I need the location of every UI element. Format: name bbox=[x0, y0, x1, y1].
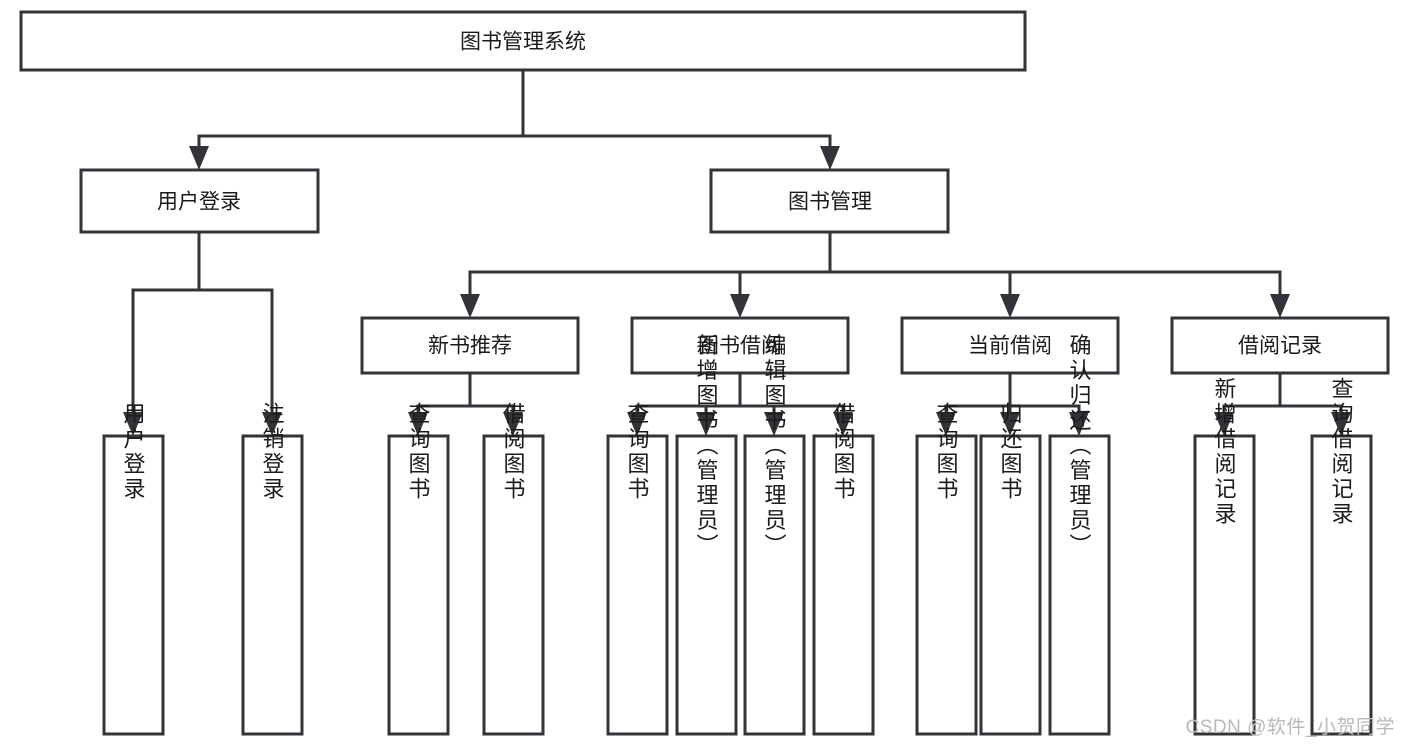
node-book-borrow[interactable]: 图书借阅 bbox=[630, 316, 850, 375]
connector-layer bbox=[123, 68, 1351, 436]
node-root-box bbox=[19, 10, 1027, 72]
leaf-borrowrecord-add-record-label: 新增借阅记录 bbox=[1212, 377, 1237, 527]
node-new-book-recommend[interactable]: 新书推荐 bbox=[360, 316, 580, 375]
arrow-to-borrow-record bbox=[1270, 294, 1290, 318]
node-book-management-label: 图书管理 bbox=[788, 191, 872, 214]
leaf-bookborrow-borrow-book-label: 借阅图书 bbox=[831, 402, 856, 502]
node-user-login-label: 用户登录 bbox=[157, 191, 241, 214]
leaf-currentborrow-confirm-return-box bbox=[1048, 434, 1111, 736]
arrow-to-leaf-user-login bbox=[123, 412, 143, 436]
leaf-newbook-query-book[interactable]: 查询图书 bbox=[387, 402, 450, 736]
arrow-currentborrow-leaf-3 bbox=[1069, 412, 1089, 436]
leaf-user-login-1[interactable]: 用户登录 bbox=[102, 402, 165, 736]
node-current-borrow-box bbox=[900, 316, 1120, 375]
leaf-newbook-borrow-book[interactable]: 借阅图书 bbox=[482, 402, 545, 736]
node-user-login[interactable]: 用户登录 bbox=[79, 168, 320, 234]
node-new-book-recommend-label: 新书推荐 bbox=[428, 335, 512, 358]
leaf-currentborrow-return-book-box bbox=[979, 434, 1042, 736]
node-user-login-box bbox=[79, 168, 320, 234]
leaf-bookborrow-query-book-box bbox=[606, 434, 669, 736]
leaf-newbook-borrow-book-box bbox=[482, 434, 545, 736]
arrow-currentborrow-leaf-2 bbox=[1000, 412, 1020, 436]
leaf-currentborrow-return-book-label: 归还图书 bbox=[998, 402, 1023, 502]
arrow-borrowrecord-leaf-2 bbox=[1331, 412, 1351, 436]
arrow-to-current-borrow bbox=[1000, 294, 1020, 318]
node-current-borrow-label: 当前借阅 bbox=[968, 335, 1052, 358]
leaf-bookborrow-borrow-book[interactable]: 借阅图书 bbox=[812, 402, 875, 736]
arrow-to-book-mgmt bbox=[820, 146, 840, 170]
node-new-book-recommend-box bbox=[360, 316, 580, 375]
leaf-bookborrow-add-book-box bbox=[675, 434, 738, 736]
arrow-bookborrow-leaf-1 bbox=[627, 412, 647, 436]
leaf-borrowrecord-query-record[interactable]: 查询借阅记录 bbox=[1310, 377, 1373, 736]
leaf-bookborrow-add-book-label: 新增图书（管理员） bbox=[694, 334, 719, 559]
node-book-management[interactable]: 图书管理 bbox=[709, 168, 950, 234]
leaf-currentborrow-query-book-label: 查询图书 bbox=[934, 402, 959, 502]
node-book-management-box bbox=[709, 168, 950, 234]
node-book-borrow-label: 图书借阅 bbox=[698, 335, 782, 358]
leaf-borrowrecord-add-record[interactable]: 新增借阅记录 bbox=[1193, 377, 1256, 736]
arrow-newbook-leaf-1 bbox=[408, 412, 428, 436]
node-borrow-record-label: 借阅记录 bbox=[1238, 335, 1322, 358]
arrow-to-user-login bbox=[189, 146, 209, 170]
leaf-bookborrow-borrow-book-box bbox=[812, 434, 875, 736]
leaf-currentborrow-confirm-return-label: 确认归还（管理员） bbox=[1067, 334, 1092, 559]
leaf-borrowrecord-query-record-box bbox=[1310, 434, 1373, 736]
arrow-bookborrow-leaf-3 bbox=[764, 412, 784, 436]
arrow-newbook-leaf-2 bbox=[503, 412, 523, 436]
leaf-currentborrow-return-book[interactable]: 归还图书 bbox=[979, 402, 1042, 736]
leaf-bookborrow-edit-book-label: 编辑图书（管理员） bbox=[762, 334, 787, 559]
leaf-user-logout-box bbox=[241, 434, 304, 736]
arrow-to-new-book bbox=[460, 294, 480, 318]
leaf-newbook-query-book-label: 查询图书 bbox=[406, 402, 431, 502]
arrow-bookborrow-leaf-4 bbox=[833, 412, 853, 436]
leaf-bookborrow-edit-book[interactable]: 编辑图书（管理员） bbox=[743, 334, 806, 736]
leaf-user-logout[interactable]: 注销登录 bbox=[241, 402, 304, 736]
arrow-bookborrow-leaf-2 bbox=[696, 412, 716, 436]
leaf-currentborrow-confirm-return[interactable]: 确认归还（管理员） bbox=[1048, 334, 1111, 736]
node-borrow-record[interactable]: 借阅记录 bbox=[1170, 316, 1390, 375]
leaf-user-login-1-box bbox=[102, 434, 165, 736]
node-current-borrow[interactable]: 当前借阅 bbox=[900, 316, 1120, 375]
arrow-to-book-borrow bbox=[730, 294, 750, 318]
leaf-bookborrow-edit-book-box bbox=[743, 434, 806, 736]
arrow-currentborrow-leaf-1 bbox=[936, 412, 956, 436]
leaf-currentborrow-query-book[interactable]: 查询图书 bbox=[915, 402, 978, 736]
leaf-user-logout-label: 注销登录 bbox=[260, 402, 285, 502]
node-borrow-record-box bbox=[1170, 316, 1390, 375]
leaf-newbook-query-book-box bbox=[387, 434, 450, 736]
arrow-borrowrecord-leaf-1 bbox=[1214, 412, 1234, 436]
node-root-system[interactable]: 图书管理系统 bbox=[19, 10, 1027, 72]
leaf-currentborrow-query-book-box bbox=[915, 434, 978, 736]
leaf-borrowrecord-query-record-label: 查询借阅记录 bbox=[1329, 377, 1354, 527]
leaf-bookborrow-query-book[interactable]: 查询图书 bbox=[606, 402, 669, 736]
node-book-borrow-box bbox=[630, 316, 850, 375]
arrow-to-leaf-logout bbox=[262, 412, 282, 436]
leaf-borrowrecord-add-record-box bbox=[1193, 434, 1256, 736]
leaf-bookborrow-add-book[interactable]: 新增图书（管理员） bbox=[675, 334, 738, 736]
leaf-bookborrow-query-book-label: 查询图书 bbox=[625, 402, 650, 502]
leaf-newbook-borrow-book-label: 借阅图书 bbox=[501, 402, 526, 502]
node-root-label: 图书管理系统 bbox=[460, 31, 586, 54]
leaf-user-login-1-label: 用户登录 bbox=[121, 402, 146, 502]
